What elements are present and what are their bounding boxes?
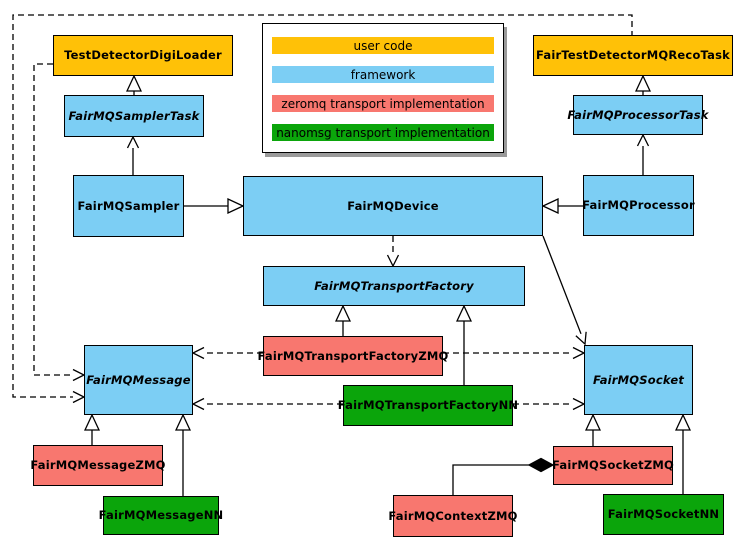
node-fairmq-socket-nn: FairMQSocketNN [603, 494, 724, 535]
node-fairmq-message: FairMQMessage [84, 345, 193, 415]
node-fairmq-message-zmq: FairMQMessageZMQ [30, 445, 165, 486]
node-fairmq-socket: FairMQSocket [584, 345, 693, 415]
node-fairmq-sampler: FairMQSampler [73, 175, 184, 237]
node-fairmq-transport-factory: FairMQTransportFactory [263, 266, 525, 306]
composition-diamond [527, 457, 555, 473]
edge-contextzmq-to-socketzmq [452, 464, 529, 495]
node-fairmq-transport-factory-nn: FairMQTransportFactoryNN [338, 385, 518, 426]
node-fairmq-processor: FairMQProcessor [582, 175, 695, 236]
legend-item-nanomsg: nanomsg transport implementation [272, 124, 494, 141]
legend-item-user-code: user code [272, 37, 494, 54]
legend-item-zeromq: zeromq transport implementation [272, 95, 494, 112]
node-fairmq-processor-task: FairMQProcessorTask [567, 95, 708, 135]
edge-digiloader-to-message [33, 63, 86, 382]
edge-recotask-to-message [12, 14, 633, 404]
node-fairmq-transport-factory-zmq: FairMQTransportFactoryZMQ [258, 336, 448, 376]
node-fairmq-message-nn: FairMQMessageNN [99, 496, 223, 535]
node-fairmq-device: FairMQDevice [243, 176, 543, 236]
node-fairmq-sampler-task: FairMQSamplerTask [64, 95, 204, 137]
legend: user code framework zeromq transport imp… [262, 23, 504, 153]
edge-device-to-socket [542, 235, 587, 346]
node-test-detector-digi-loader: TestDetectorDigiLoader [53, 35, 233, 76]
node-fairmq-context-zmq: FairMQContextZMQ [388, 495, 517, 537]
node-fairmq-socket-zmq: FairMQSocketZMQ [552, 446, 674, 485]
legend-item-framework: framework [272, 66, 494, 83]
node-fair-test-detector-mq-reco-task: FairTestDetectorMQRecoTask [533, 35, 733, 76]
